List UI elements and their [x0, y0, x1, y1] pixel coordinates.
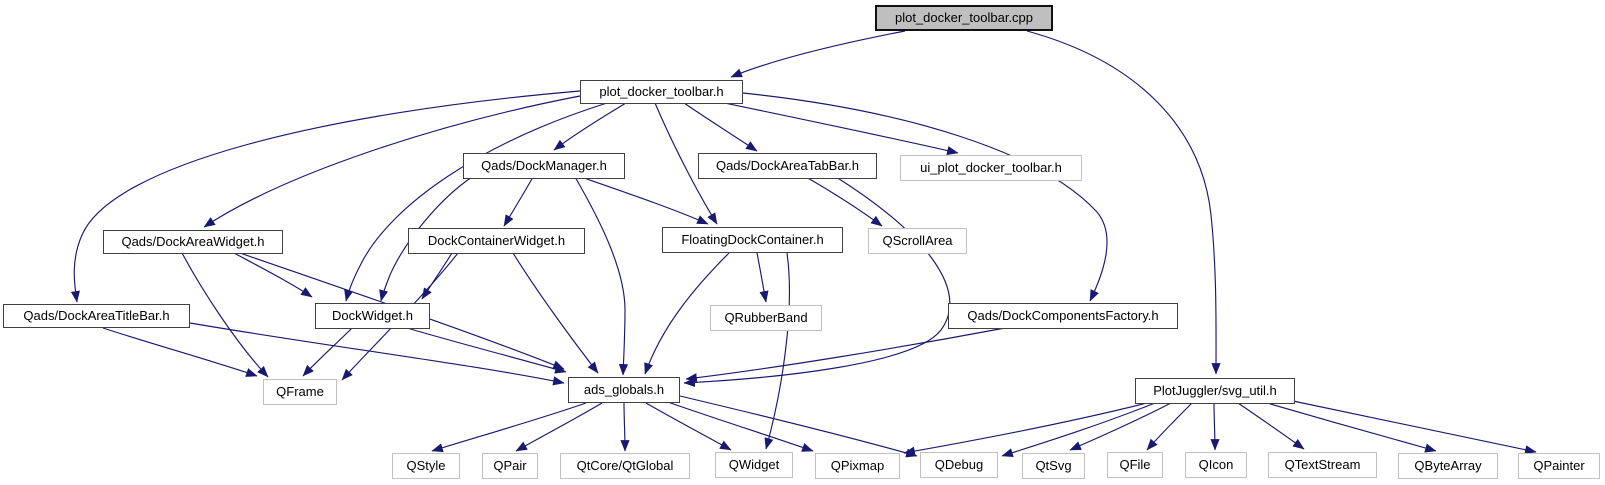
edge-floatingdockcontainer-h-to-qwidget [764, 252, 790, 450]
node-qstyle: QStyle [392, 453, 460, 479]
edge-plot-docker-toolbar-h-to-floatingdockcontainer-h [654, 102, 718, 225]
edge-dockwidget-h-to-qframe [302, 327, 353, 377]
edge-qads-dockareatitlebar-h-to-qframe [102, 327, 258, 377]
edge-floatingdockcontainer-h-to-ads-globals-h [644, 252, 730, 375]
edge-plotjuggler-svg-util-h-to-qbytearray [1266, 402, 1437, 453]
node-qframe: QFrame [263, 379, 337, 405]
edge-plot-docker-toolbar-h-to-qads-dockmanager-h [553, 102, 627, 151]
edge-qads-dockareawidget-h-to-qframe [181, 252, 269, 378]
edge-plot-docker-toolbar-cpp-to-plotjuggler-svg-util-h [1026, 30, 1221, 375]
edge-plot-docker-toolbar-h-to-dockwidget-h [344, 102, 608, 302]
edge-plot-docker-toolbar-h-to-ui-plot-docker-toolbar-h [709, 99, 959, 156]
node-qtextstream: QTextStream [1268, 452, 1377, 478]
edge-plot-docker-toolbar-h-to-qads-dockareawidget-h [203, 95, 581, 228]
edge-plot-docker-toolbar-h-to-qads-dockcomponentsfactory-h [742, 92, 1108, 302]
node-qfile: QFile [1107, 452, 1163, 478]
edge-qads-dockmanager-h-to-ads-globals-h [574, 176, 629, 376]
node-plot-docker-toolbar-cpp: plot_docker_toolbar.cpp [875, 5, 1053, 31]
edge-plotjuggler-svg-util-h-to-qdebug [1001, 402, 1156, 458]
node-qicon: QIcon [1185, 452, 1247, 478]
edge-plot-docker-toolbar-h-to-qads-dockareatabbar-h [683, 102, 758, 152]
edge-plotjuggler-svg-util-h-to-qfile [1146, 402, 1193, 451]
edge-plotjuggler-svg-util-h-to-qicon [1210, 402, 1220, 451]
edge-qads-dockmanager-h-to-dockwidget-h [379, 176, 473, 302]
node-qdebug: QDebug [920, 452, 998, 478]
node-qrubberband: QRubberBand [710, 305, 822, 331]
edge-qads-dockcomponentsfactory-h-to-ads-globals-h [685, 327, 1006, 383]
node-qpixmap: QPixmap [815, 453, 900, 479]
edge-qads-dockareatabbar-h-to-ads-globals-h [683, 176, 951, 388]
edge-plotjuggler-svg-util-h-to-qpixmap [903, 402, 1148, 456]
node-qpainter: QPainter [1518, 453, 1600, 479]
node-dockcontainerwidget-h[interactable]: DockContainerWidget.h [408, 228, 585, 254]
edge-dockwidget-h-to-ads-globals-h [406, 327, 567, 374]
edge-qads-dockmanager-h-to-floatingdockcontainer-h [580, 176, 709, 225]
node-qpair: QPair [482, 453, 538, 479]
edge-plot-docker-toolbar-h-to-qads-dockareatitlebar-h [70, 90, 581, 303]
edge-ads-globals-h-to-qstyle [431, 402, 587, 453]
node-plot-docker-toolbar-h[interactable]: plot_docker_toolbar.h [580, 80, 743, 104]
node-qwidget: QWidget [715, 452, 793, 478]
edge-qads-dockareawidget-h-to-dockwidget-h [233, 252, 313, 298]
node-qads-dockareatitlebar-h[interactable]: Qads/DockAreaTitleBar.h [3, 304, 190, 328]
node-qtcore-qtglobal: QtCore/QtGlobal [560, 453, 690, 479]
edge-ads-globals-h-to-qdebug [679, 395, 918, 458]
node-qtsvg: QtSvg [1022, 453, 1085, 479]
node-qads-dockareawidget-h[interactable]: Qads/DockAreaWidget.h [103, 230, 283, 254]
node-qads-dockareatabbar-h[interactable]: Qads/DockAreaTabBar.h [698, 153, 877, 179]
node-ads-globals-h[interactable]: ads_globals.h [568, 377, 680, 403]
edge-dockcontainerwidget-h-to-ads-globals-h [512, 252, 599, 374]
node-dockwidget-h[interactable]: DockWidget.h [315, 303, 430, 329]
edge-ads-globals-h-to-qtcore-qtglobal [620, 402, 630, 452]
edge-ads-globals-h-to-qpixmap [661, 399, 814, 452]
edge-qads-dockareatabbar-h-to-qscrollarea [805, 176, 883, 227]
edge-floatingdockcontainer-h-to-qrubberband [756, 252, 769, 303]
edge-dockcontainerwidget-h-to-dockwidget-h [421, 252, 453, 300]
edge-ads-globals-h-to-qwidget [645, 402, 732, 451]
edge-plotjuggler-svg-util-h-to-qtextstream [1237, 402, 1305, 450]
edge-ads-globals-h-to-qpair [515, 402, 603, 452]
edge-plotjuggler-svg-util-h-to-qpainter [1292, 400, 1537, 455]
edge-qads-dockmanager-h-to-dockcontainerwidget-h [503, 176, 534, 227]
edge-plotjuggler-svg-util-h-to-qtsvg [1069, 402, 1172, 451]
node-qads-dockmanager-h[interactable]: Qads/DockManager.h [463, 153, 625, 179]
edge-qads-dockareatitlebar-h-to-ads-globals-h [189, 322, 565, 386]
edge-plot-docker-toolbar-cpp-to-plot-docker-toolbar-h [730, 30, 906, 78]
node-plotjuggler-svg-util-h[interactable]: PlotJuggler/svg_util.h [1135, 378, 1295, 404]
node-qads-dockcomponentsfactory-h[interactable]: Qads/DockComponentsFactory.h [948, 303, 1178, 329]
node-ui-plot-docker-toolbar-h: ui_plot_docker_toolbar.h [900, 155, 1082, 181]
node-floatingdockcontainer-h[interactable]: FloatingDockContainer.h [662, 227, 843, 253]
node-qbytearray: QByteArray [1398, 453, 1498, 479]
node-qscrollarea: QScrollArea [868, 228, 967, 254]
